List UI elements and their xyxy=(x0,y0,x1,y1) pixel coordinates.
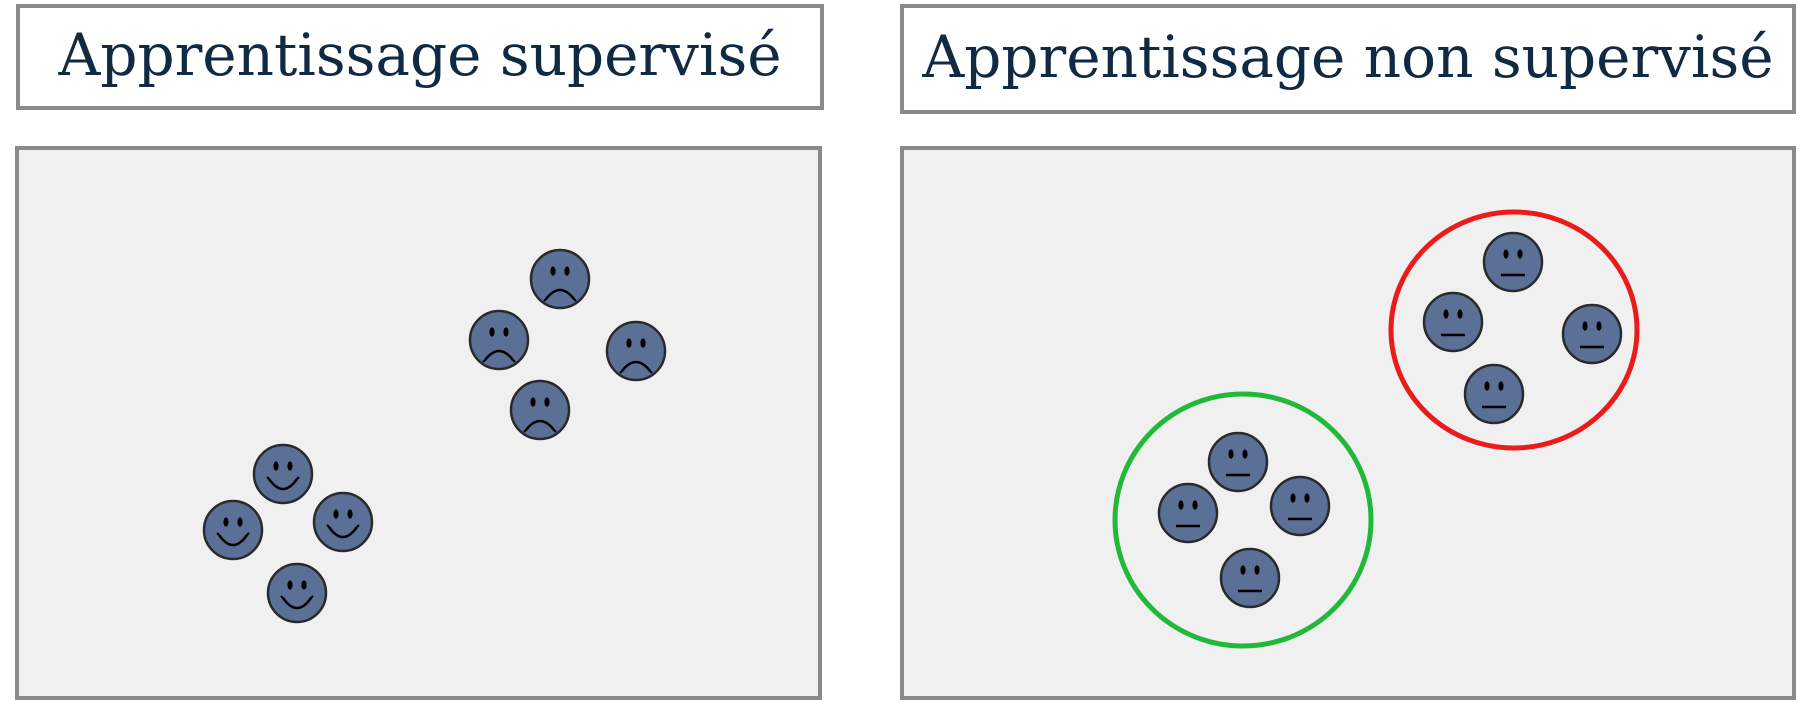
unsupervised-title: Apprentissage non supervisé xyxy=(922,23,1774,91)
supervised-title: Apprentissage supervisé xyxy=(58,21,782,89)
unsupervised-panel xyxy=(900,146,1796,700)
supervised-panel xyxy=(15,146,822,700)
supervised-title-box: Apprentissage supervisé xyxy=(16,4,824,110)
unsupervised-title-box: Apprentissage non supervisé xyxy=(900,4,1796,114)
